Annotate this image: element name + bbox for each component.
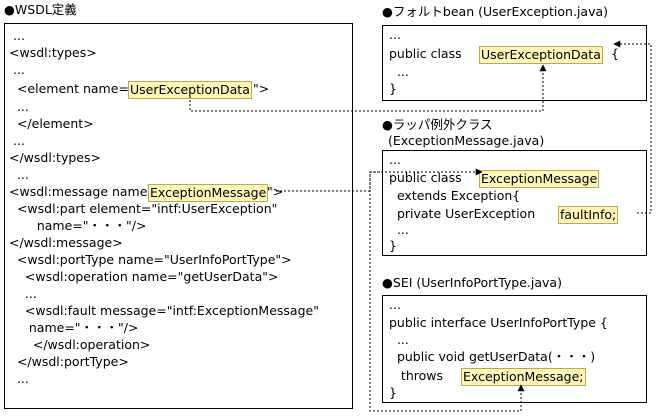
- wrapper-title: ●ラッパ例外クラス: [382, 117, 493, 132]
- bean-line: public class: [389, 46, 466, 61]
- wsdl-line: ...: [9, 99, 29, 114]
- wsdl-line: </wsdl:message>: [9, 235, 123, 250]
- bean-title: ●フォルトbean (UserException.java): [382, 4, 609, 19]
- wsdl-line: </wsdl:portType>: [9, 354, 129, 369]
- fault-bean-box: ... public class UserExceptionData { ...…: [382, 25, 647, 101]
- bean-line: }: [389, 81, 397, 96]
- wsdl-line: ...: [9, 62, 25, 77]
- sei-line: ...: [389, 332, 409, 347]
- bean-class-tail: {: [607, 46, 619, 61]
- wsdl-line: <wsdl:portType name="UserInfoPortType">: [9, 252, 292, 267]
- wrapper-line: public class: [389, 170, 466, 185]
- wrapper-line: }: [389, 238, 397, 253]
- wsdl-line: ...: [9, 167, 29, 182]
- sei-title: ●SEI (UserInfoPortType.java): [382, 275, 562, 290]
- wrapper-line: extends Exception{: [389, 188, 521, 203]
- wrapper-class-box: ... public class ExceptionMessage extend…: [382, 150, 647, 256]
- message-name-highlight: ExceptionMessage: [148, 184, 269, 202]
- wsdl-title: ●WSDL定義: [4, 2, 77, 17]
- wsdl-line: </wsdl:operation>: [9, 337, 151, 352]
- wsdl-line: </element>: [9, 116, 94, 131]
- sei-line: public void getUserData(・・・): [389, 349, 596, 364]
- sei-exception-highlight: ExceptionMessage;: [461, 368, 586, 386]
- wsdl-line: <wsdl:types>: [9, 45, 97, 60]
- wsdl-definition-box: ... <wsdl:types> ... <element name=" Use…: [4, 23, 353, 409]
- bean-line: ...: [389, 64, 409, 79]
- wsdl-line: <wsdl:operation name="getUserData">: [9, 269, 279, 284]
- sei-line: throws: [389, 368, 447, 383]
- wrapper-file: (ExceptionMessage.java): [388, 133, 545, 148]
- wsdl-line: ...: [13, 28, 25, 43]
- wsdl-line: name="・・・"/>: [9, 320, 139, 335]
- sei-line: public interface UserInfoPortType {: [389, 315, 608, 330]
- wrapper-class-highlight: ExceptionMessage: [479, 170, 600, 188]
- wsdl-line: ...: [9, 371, 29, 386]
- sei-line: ...: [389, 297, 401, 312]
- wsdl-line: <wsdl:message name=": [9, 184, 164, 199]
- sei-line: }: [389, 385, 397, 400]
- faultinfo-highlight: faultInfo;: [558, 206, 619, 224]
- wrapper-line: private UserException: [389, 206, 540, 221]
- message-name-tail: ">: [267, 184, 284, 199]
- element-name-highlight: UserExceptionData: [128, 81, 252, 99]
- wsdl-line: name="・・・"/>: [9, 218, 147, 233]
- wsdl-line: <wsdl:part element="intf:UserException": [9, 201, 278, 216]
- wrapper-line: ...: [389, 152, 401, 167]
- sei-box: ... public interface UserInfoPortType { …: [382, 295, 647, 403]
- wsdl-line: <wsdl:fault message="intf:ExceptionMessa…: [9, 303, 319, 318]
- wsdl-line: <element name=": [9, 81, 135, 96]
- wrapper-line: ...: [389, 222, 409, 237]
- element-name-tail: ">: [253, 81, 270, 96]
- bean-class-highlight: UserExceptionData: [479, 46, 603, 64]
- wsdl-line: </wsdl:types>: [9, 150, 101, 165]
- wsdl-line: ...: [9, 286, 37, 301]
- bean-line: ...: [389, 27, 401, 42]
- wsdl-line: ...: [9, 133, 25, 148]
